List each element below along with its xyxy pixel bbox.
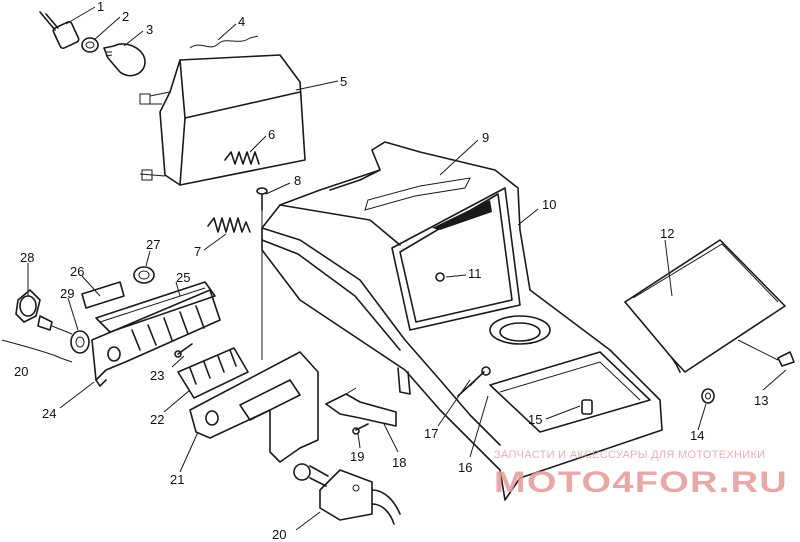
callout-2: 2 <box>122 9 129 24</box>
callout-26: 26 <box>70 264 84 279</box>
callout-18: 18 <box>392 455 406 470</box>
callout-12: 12 <box>660 226 674 241</box>
adjuster-spring-upper <box>224 151 260 165</box>
switch-block <box>177 347 249 399</box>
mounting-bracket <box>189 351 319 463</box>
callout-9: 9 <box>482 130 489 145</box>
callout-13: 13 <box>754 393 768 408</box>
watermark-brand: MOTO4FOR.RU <box>494 466 788 499</box>
relay-connector <box>325 387 397 427</box>
windshield-opening <box>391 187 521 331</box>
callout-6: 6 <box>268 127 275 142</box>
cover-plate <box>624 239 786 373</box>
bulb-socket <box>81 37 99 53</box>
cover-washer <box>701 388 715 404</box>
headlight-housing <box>139 54 306 186</box>
callout-7: 7 <box>194 244 201 259</box>
callout-5: 5 <box>340 74 347 89</box>
latch <box>581 399 593 415</box>
label-plate <box>81 281 125 309</box>
small-screw <box>352 423 369 435</box>
callout-20-harness: 20 <box>272 527 286 542</box>
callout-4: 4 <box>238 14 245 29</box>
group-bracket-20 <box>1 339 73 363</box>
switch-cover <box>95 281 216 333</box>
cup-holder <box>489 315 551 345</box>
watermark: ЗАПЧАСТИ И АКСЕССУАРЫ ДЛЯ МОТОТЕХНИКИ MO… <box>494 449 788 499</box>
decal-area <box>364 177 471 211</box>
callout-10: 10 <box>542 197 556 212</box>
callout-3: 3 <box>146 22 153 37</box>
callout-27: 27 <box>146 237 160 252</box>
console-bracket-tab <box>397 367 411 395</box>
ignition-nut <box>70 330 90 354</box>
callout-17: 17 <box>424 426 438 441</box>
callout-labels: 1 2 3 4 5 6 7 8 9 10 11 12 13 14 15 16 1… <box>14 0 768 542</box>
callout-25: 25 <box>176 270 190 285</box>
glove-box-recess <box>489 351 651 433</box>
callout-24: 24 <box>42 406 56 421</box>
cover-screw <box>737 339 795 367</box>
console-bolt <box>457 366 491 397</box>
switch-grommet <box>133 266 155 284</box>
callout-15: 15 <box>528 412 542 427</box>
callout-1: 1 <box>97 0 104 14</box>
mounting-screw <box>256 187 268 360</box>
switch-panel-bracket <box>91 289 221 387</box>
headlight-wire <box>189 35 259 49</box>
callout-23: 23 <box>150 368 164 383</box>
callout-16: 16 <box>458 460 472 475</box>
callout-8: 8 <box>294 173 301 188</box>
callout-28: 28 <box>20 250 34 265</box>
callout-22: 22 <box>150 412 164 427</box>
adjuster-spring-lower <box>207 217 251 233</box>
headlight-plug <box>39 11 80 50</box>
panel-screw <box>435 272 445 282</box>
callout-20-switch: 20 <box>14 364 28 379</box>
callout-21: 21 <box>170 472 184 487</box>
headlight-bulb <box>103 43 146 77</box>
harness-connector <box>293 463 401 525</box>
callout-11: 11 <box>468 266 482 281</box>
watermark-tagline: ЗАПЧАСТИ И АКСЕССУАРЫ ДЛЯ МОТОТЕХНИКИ <box>494 449 765 461</box>
callout-29: 29 <box>60 286 74 301</box>
console-panel <box>261 141 663 501</box>
callout-19: 19 <box>350 449 364 464</box>
switch-pin <box>174 343 193 358</box>
leader-lines <box>27 6 787 531</box>
callout-14: 14 <box>690 428 704 443</box>
